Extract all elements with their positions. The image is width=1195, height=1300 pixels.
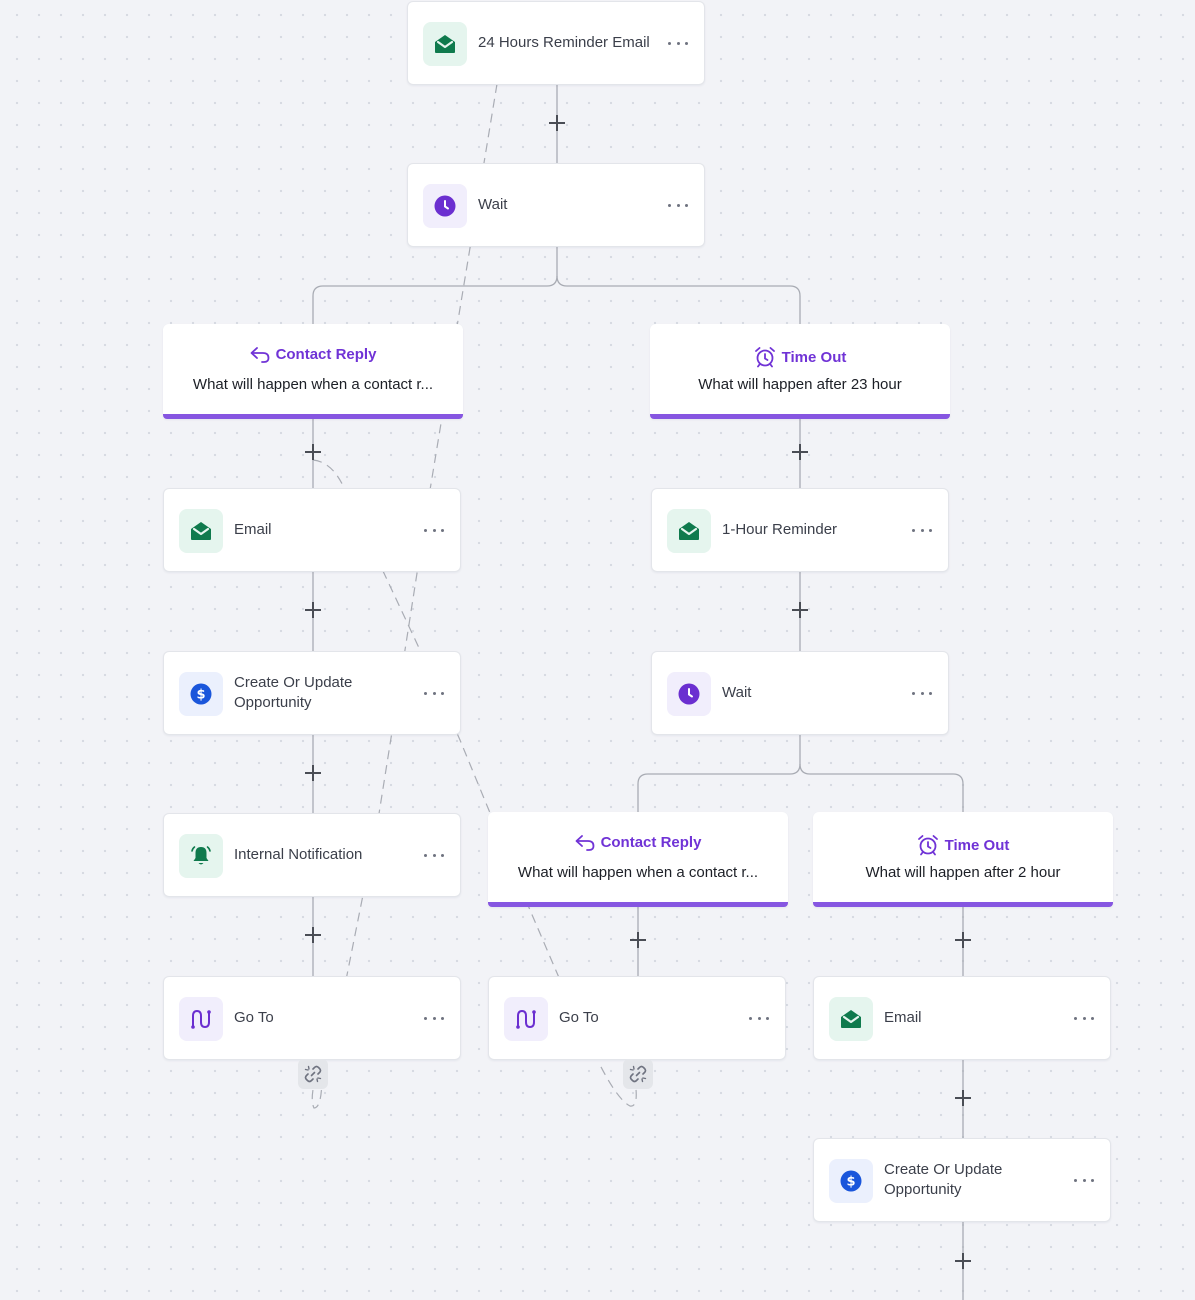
reply-icon: [575, 834, 594, 851]
clock-icon: [667, 672, 711, 716]
node-label: Wait: [478, 196, 508, 213]
add-step-button[interactable]: [630, 932, 646, 948]
action-node-go-to[interactable]: Go To: [163, 976, 461, 1060]
branch-description: What will happen after 2 hour: [865, 864, 1061, 881]
node-label: Wait: [722, 684, 752, 701]
action-node-wait[interactable]: Wait: [651, 651, 949, 735]
branch-contact-reply[interactable]: Contact Reply What will happen when a co…: [488, 812, 788, 907]
branch-time-out[interactable]: Time Out What will happen after 2 hour: [813, 812, 1113, 907]
more-options-icon[interactable]: [749, 1017, 769, 1021]
svg-text:$: $: [196, 688, 205, 703]
add-step-button[interactable]: [955, 1253, 971, 1269]
node-label: 24 Hours Reminder Email: [478, 34, 650, 51]
branch-description: What will happen when a contact r...: [192, 376, 434, 393]
node-label: Email: [234, 521, 272, 538]
action-node-email[interactable]: Email: [163, 488, 461, 572]
unlink-icon[interactable]: [298, 1059, 328, 1089]
email-icon: [423, 22, 467, 66]
more-options-icon[interactable]: [1074, 1017, 1094, 1021]
email-icon: [829, 997, 873, 1041]
action-node-1-hour-reminder[interactable]: 1-Hour Reminder: [651, 488, 949, 572]
more-options-icon[interactable]: [912, 529, 932, 533]
more-options-icon[interactable]: [668, 42, 688, 46]
action-node-go-to[interactable]: Go To: [488, 976, 786, 1060]
add-step-button[interactable]: [305, 927, 321, 943]
alarm-clock-icon: [754, 347, 775, 368]
dollar-icon: $: [179, 672, 223, 716]
goto-icon: [179, 997, 223, 1041]
add-step-button[interactable]: [955, 1090, 971, 1106]
branch-title: Time Out: [944, 836, 1010, 854]
branch-time-out[interactable]: Time Out What will happen after 23 hour: [650, 324, 950, 419]
node-label: Create Or Update Opportunity: [234, 674, 353, 711]
node-label: Go To: [234, 1009, 274, 1026]
svg-text:$: $: [846, 1175, 855, 1190]
branch-description: What will happen after 23 hour: [698, 376, 902, 393]
email-icon: [667, 509, 711, 553]
add-step-button[interactable]: [792, 602, 808, 618]
branch-contact-reply[interactable]: Contact Reply What will happen when a co…: [163, 324, 463, 419]
unlink-icon[interactable]: [623, 1059, 653, 1089]
action-node-24h-reminder-email[interactable]: 24 Hours Reminder Email: [407, 1, 705, 85]
more-options-icon[interactable]: [424, 529, 444, 533]
branch-title: Contact Reply: [275, 346, 377, 363]
action-node-create-update-opportunity[interactable]: $ Create Or Update Opportunity: [813, 1138, 1111, 1222]
action-node-wait[interactable]: Wait: [407, 163, 705, 247]
add-step-button[interactable]: [305, 444, 321, 460]
add-step-button[interactable]: [305, 602, 321, 618]
dollar-icon: $: [829, 1159, 873, 1203]
action-node-email[interactable]: Email: [813, 976, 1111, 1060]
node-label: Create Or Update Opportunity: [884, 1161, 1003, 1198]
more-options-icon[interactable]: [424, 1017, 444, 1021]
node-label: Internal Notification: [234, 846, 363, 863]
add-step-button[interactable]: [549, 115, 565, 131]
clock-icon: [423, 184, 467, 228]
more-options-icon[interactable]: [1074, 1179, 1094, 1183]
alarm-clock-icon: [917, 835, 938, 856]
goto-icon: [504, 997, 548, 1041]
more-options-icon[interactable]: [668, 204, 688, 208]
node-label: Go To: [559, 1009, 599, 1026]
reply-icon: [250, 346, 269, 363]
add-step-button[interactable]: [955, 932, 971, 948]
more-options-icon[interactable]: [424, 692, 444, 696]
branch-description: What will happen when a contact r...: [517, 864, 759, 881]
node-label: Email: [884, 1009, 922, 1026]
add-step-button[interactable]: [305, 765, 321, 781]
bell-icon: [179, 834, 223, 878]
node-label: 1-Hour Reminder: [722, 521, 838, 538]
branch-title: Contact Reply: [600, 834, 702, 851]
email-icon: [179, 509, 223, 553]
action-node-create-update-opportunity[interactable]: $ Create Or Update Opportunity: [163, 651, 461, 735]
action-node-internal-notification[interactable]: Internal Notification: [163, 813, 461, 897]
branch-title: Time Out: [781, 348, 847, 366]
more-options-icon[interactable]: [912, 692, 932, 696]
more-options-icon[interactable]: [424, 854, 444, 858]
add-step-button[interactable]: [792, 444, 808, 460]
